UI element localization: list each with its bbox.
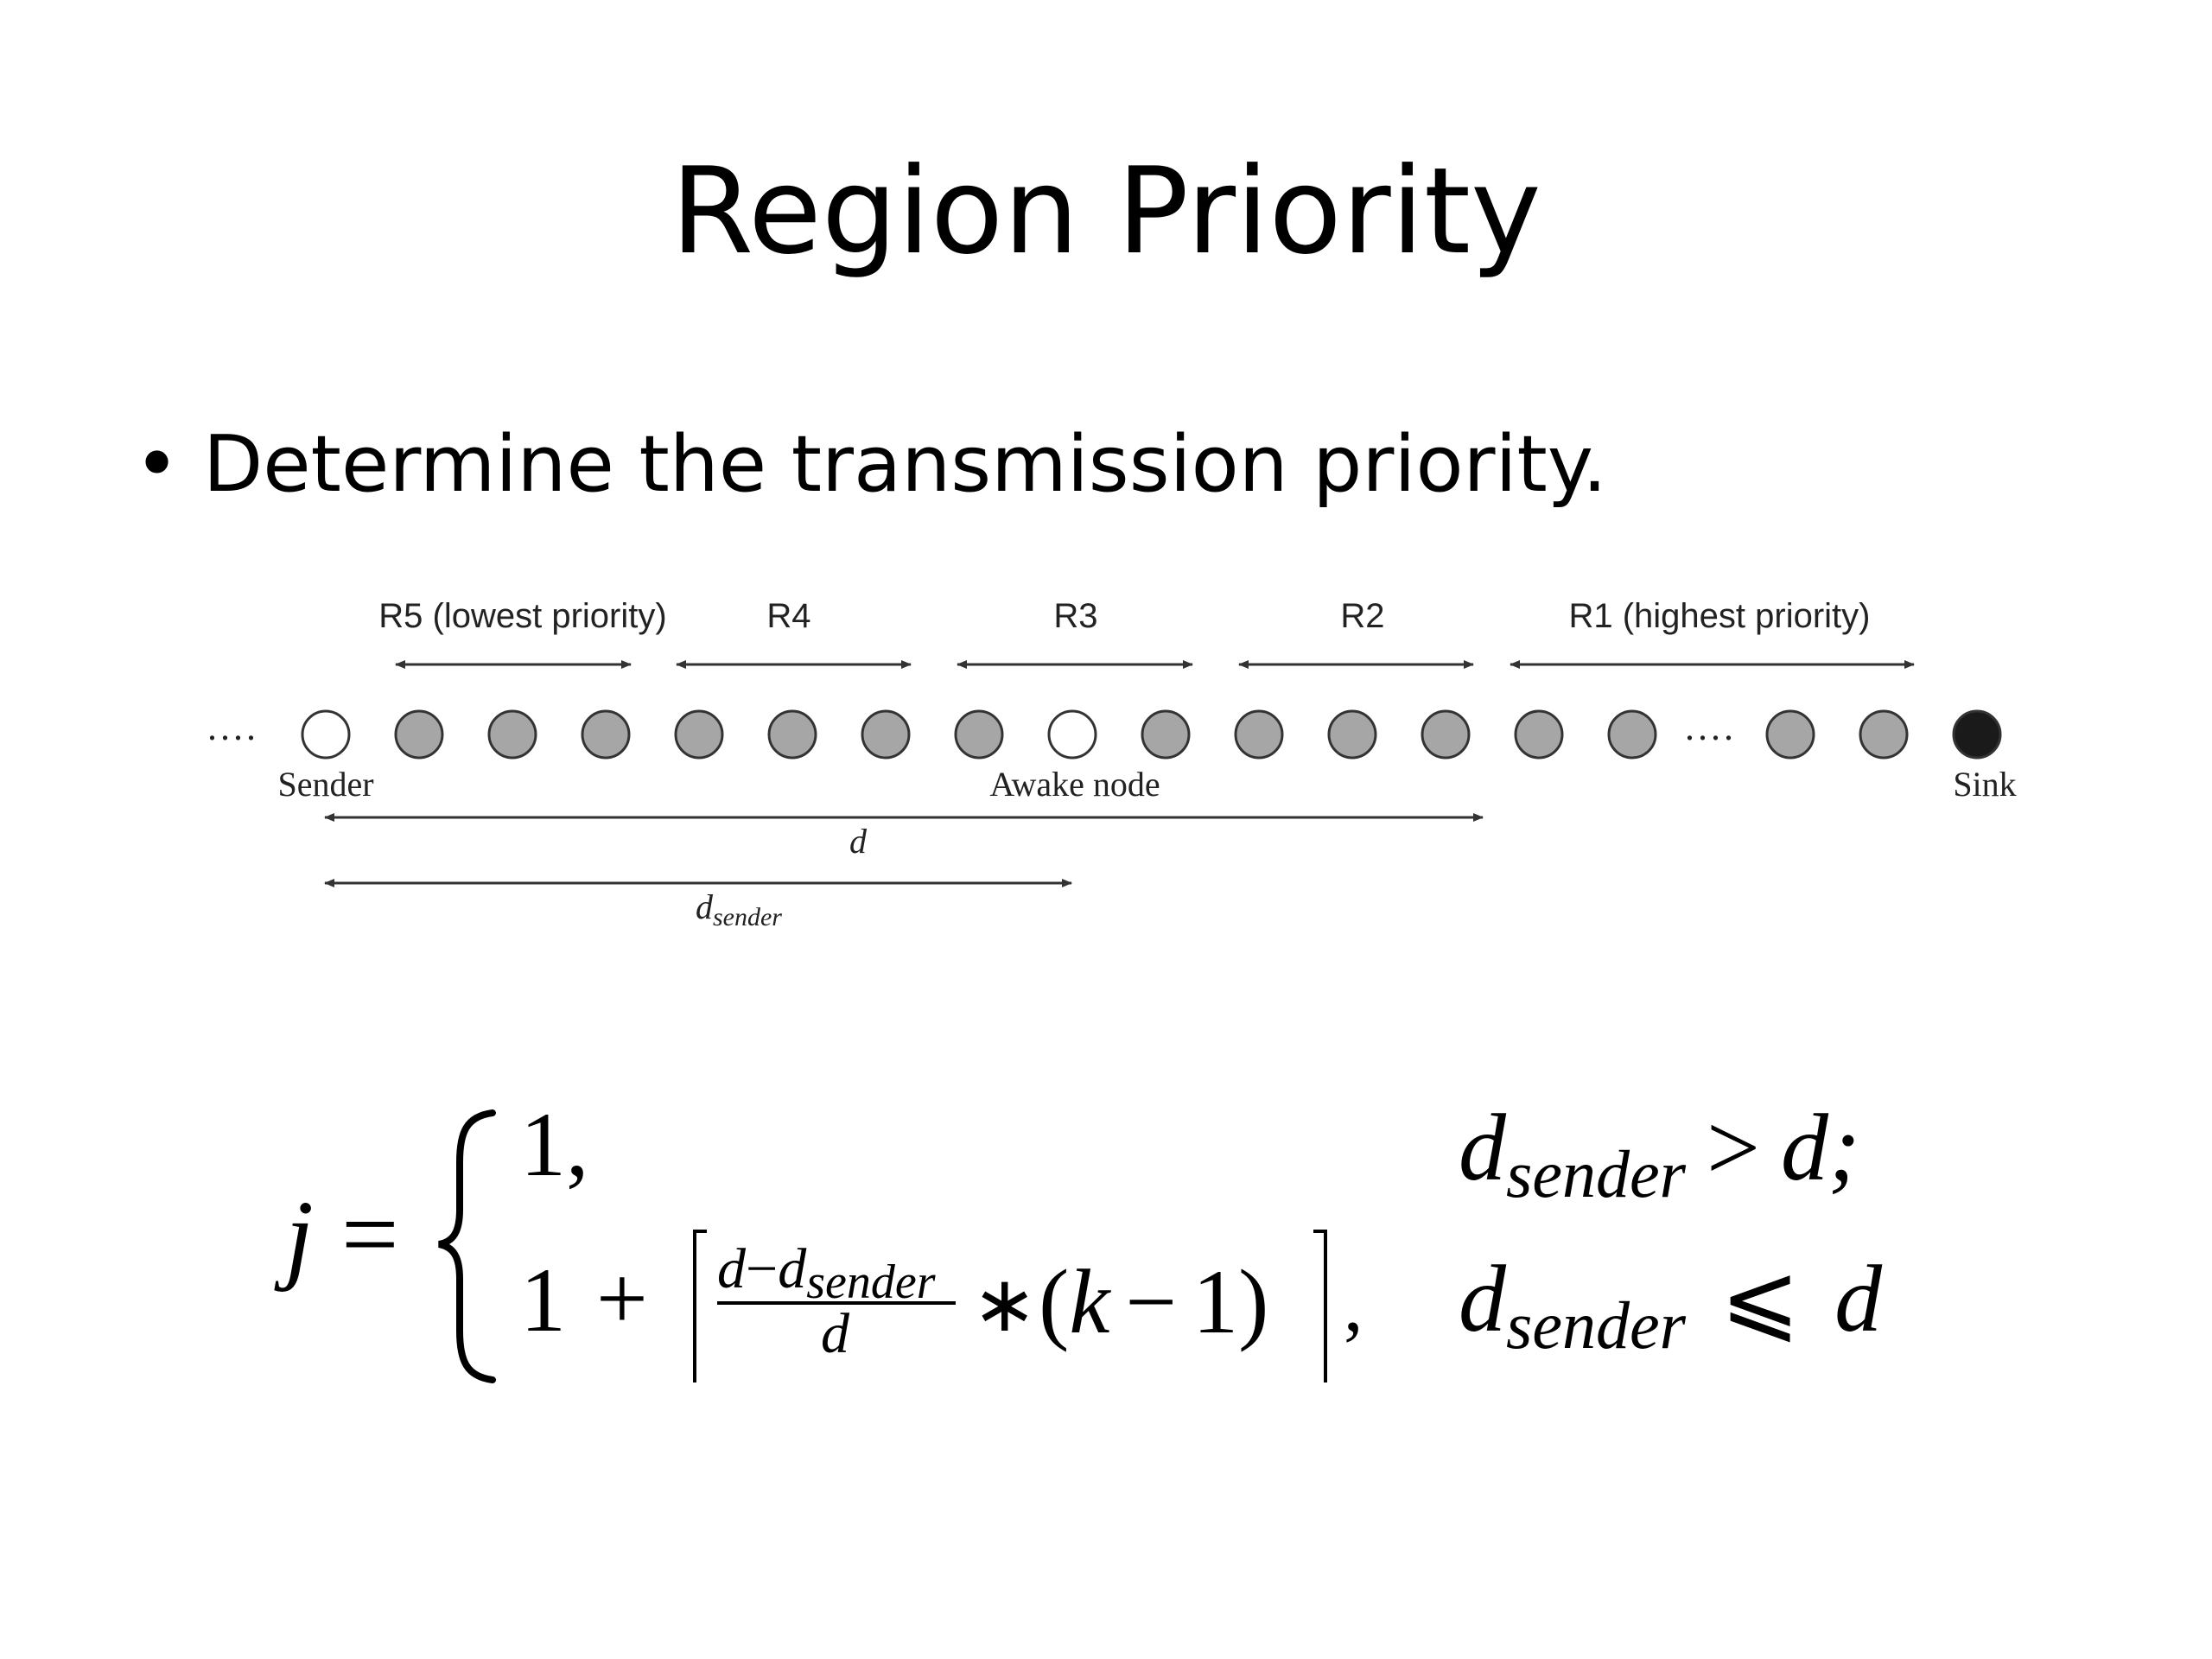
bullet-dot: • (134, 419, 181, 510)
formula-lhs-j: j (274, 1179, 314, 1293)
ellipsis: .... (207, 706, 259, 748)
awake-node-label: Awake node (989, 765, 1160, 804)
region-label-r1: R1 (highest priority) (1568, 597, 1870, 635)
region-label-r2: R2 (1340, 597, 1384, 635)
fraction-denominator: d (821, 1302, 850, 1365)
slide-title: Region Priority (671, 142, 1541, 281)
relay-node (394, 709, 444, 760)
relay-node (581, 709, 631, 760)
distance-label-d-sender: dsender (696, 887, 782, 931)
formula-equals: = (341, 1178, 399, 1291)
relay-node (1859, 709, 1909, 760)
ceiling-left (693, 1230, 707, 1382)
sink-node (1952, 709, 2002, 760)
ceiling-right (1313, 1230, 1327, 1382)
relay-node (861, 709, 911, 760)
bullet-item: •Determine the transmission priority. (134, 404, 1607, 525)
bullet-text: Determine the transmission priority. (203, 419, 1607, 510)
case2-paren-expr: (k−1) (1039, 1251, 1268, 1352)
region-label-r4: R4 (766, 597, 810, 635)
awake-node (1047, 709, 1097, 760)
distance-label-d: d (849, 822, 868, 861)
sink-label: Sink (1953, 765, 2016, 804)
ellipsis: .... (1685, 706, 1737, 748)
relay-node (1234, 709, 1284, 760)
relay-node (674, 709, 724, 760)
relay-node (954, 709, 1004, 760)
relay-node (1607, 709, 1657, 760)
relay-node (1141, 709, 1191, 760)
fraction-numerator: d−dsender (717, 1237, 936, 1309)
formula-brace (438, 1109, 496, 1383)
relay-node (1421, 709, 1471, 760)
relay-node (767, 709, 817, 760)
case2-one: 1 (520, 1249, 566, 1351)
case2-plus: + (596, 1248, 648, 1349)
relay-node (1514, 709, 1564, 760)
relay-node (1765, 709, 1815, 760)
sender-node (301, 709, 351, 760)
region-label-r3: R3 (1053, 597, 1097, 635)
region-label-r5: R5 (lowest priority) (378, 597, 666, 635)
relay-node (1327, 709, 1377, 760)
case2-condition: dsender⩽d (1459, 1246, 1883, 1363)
case2-times: ∗ (972, 1262, 1037, 1348)
relay-node (487, 709, 537, 760)
node-row: ........ (207, 706, 2002, 760)
case2-comma: , (1344, 1262, 1363, 1348)
case1-value: 1, (520, 1094, 589, 1195)
case1-condition: dsender>d; (1459, 1095, 1860, 1211)
sender-label: Sender (277, 765, 373, 804)
